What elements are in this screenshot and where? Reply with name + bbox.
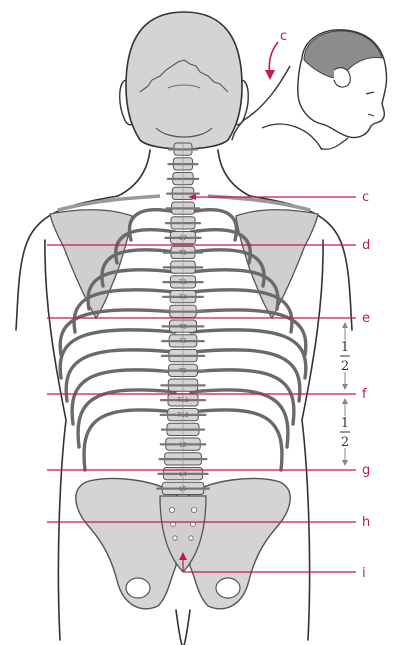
upper-fraction-denominator: 2 bbox=[341, 359, 349, 374]
landmark-labels: c d e f g h i bbox=[362, 190, 370, 581]
rib-right-2 bbox=[191, 230, 250, 263]
label-head-c: c bbox=[280, 29, 287, 44]
rib-left-1 bbox=[130, 210, 175, 240]
label-h: h bbox=[362, 515, 370, 530]
rib-right-8 bbox=[191, 350, 300, 401]
lower-fraction-denominator: 2 bbox=[341, 435, 349, 450]
label-d: d bbox=[362, 238, 370, 253]
scapula-left bbox=[50, 210, 132, 318]
inset-front-of-neck bbox=[320, 138, 348, 149]
lower-fraction-numerator: 1 bbox=[341, 416, 349, 431]
vertebra-label-t7: T7 bbox=[178, 338, 187, 345]
vertebra-label-t6: T6 bbox=[178, 323, 187, 330]
rib-right-9 bbox=[191, 370, 294, 424]
rib-left-8 bbox=[66, 350, 175, 401]
rib-left-11 bbox=[84, 410, 175, 470]
upper-bottom-arrowhead bbox=[342, 384, 348, 390]
label-e: e bbox=[362, 311, 370, 326]
obturator-right bbox=[216, 578, 240, 598]
rib-right-11 bbox=[191, 410, 282, 470]
pelvis bbox=[76, 478, 290, 608]
inset-ear bbox=[334, 68, 350, 87]
vertebra-label-t12: T12 bbox=[176, 412, 188, 419]
upper-top-arrowhead bbox=[342, 322, 348, 328]
vertebra-label-t3: T3 bbox=[178, 279, 187, 286]
vertebra-label-t1: T1 bbox=[178, 250, 187, 257]
obturator-left bbox=[126, 578, 150, 598]
skull-outline bbox=[126, 12, 242, 149]
vertebra-label-t4: T4 bbox=[178, 294, 187, 301]
skull bbox=[120, 12, 249, 149]
label-i: i bbox=[362, 566, 366, 581]
label-g: g bbox=[362, 463, 370, 478]
label-f: f bbox=[362, 387, 367, 402]
vertebra-label-t11: T11 bbox=[176, 397, 188, 404]
rib-left-10 bbox=[78, 390, 175, 447]
half-distance-upper bbox=[340, 322, 350, 390]
lower-top-arrowhead bbox=[342, 398, 348, 404]
label-c: c bbox=[362, 190, 369, 205]
inset-flexion-arrowhead bbox=[265, 70, 275, 80]
rib-right-1 bbox=[191, 210, 236, 240]
inset-shoulder bbox=[262, 124, 322, 150]
half-distance-lower bbox=[340, 398, 350, 466]
rib-left-9 bbox=[72, 370, 175, 424]
lower-bottom-arrowhead bbox=[342, 460, 348, 466]
upper-fraction-numerator: 1 bbox=[341, 340, 349, 355]
rib-right-10 bbox=[191, 390, 288, 447]
vertebra-label-t9: T9 bbox=[178, 368, 187, 375]
head-flexion-inset: c bbox=[232, 29, 387, 150]
